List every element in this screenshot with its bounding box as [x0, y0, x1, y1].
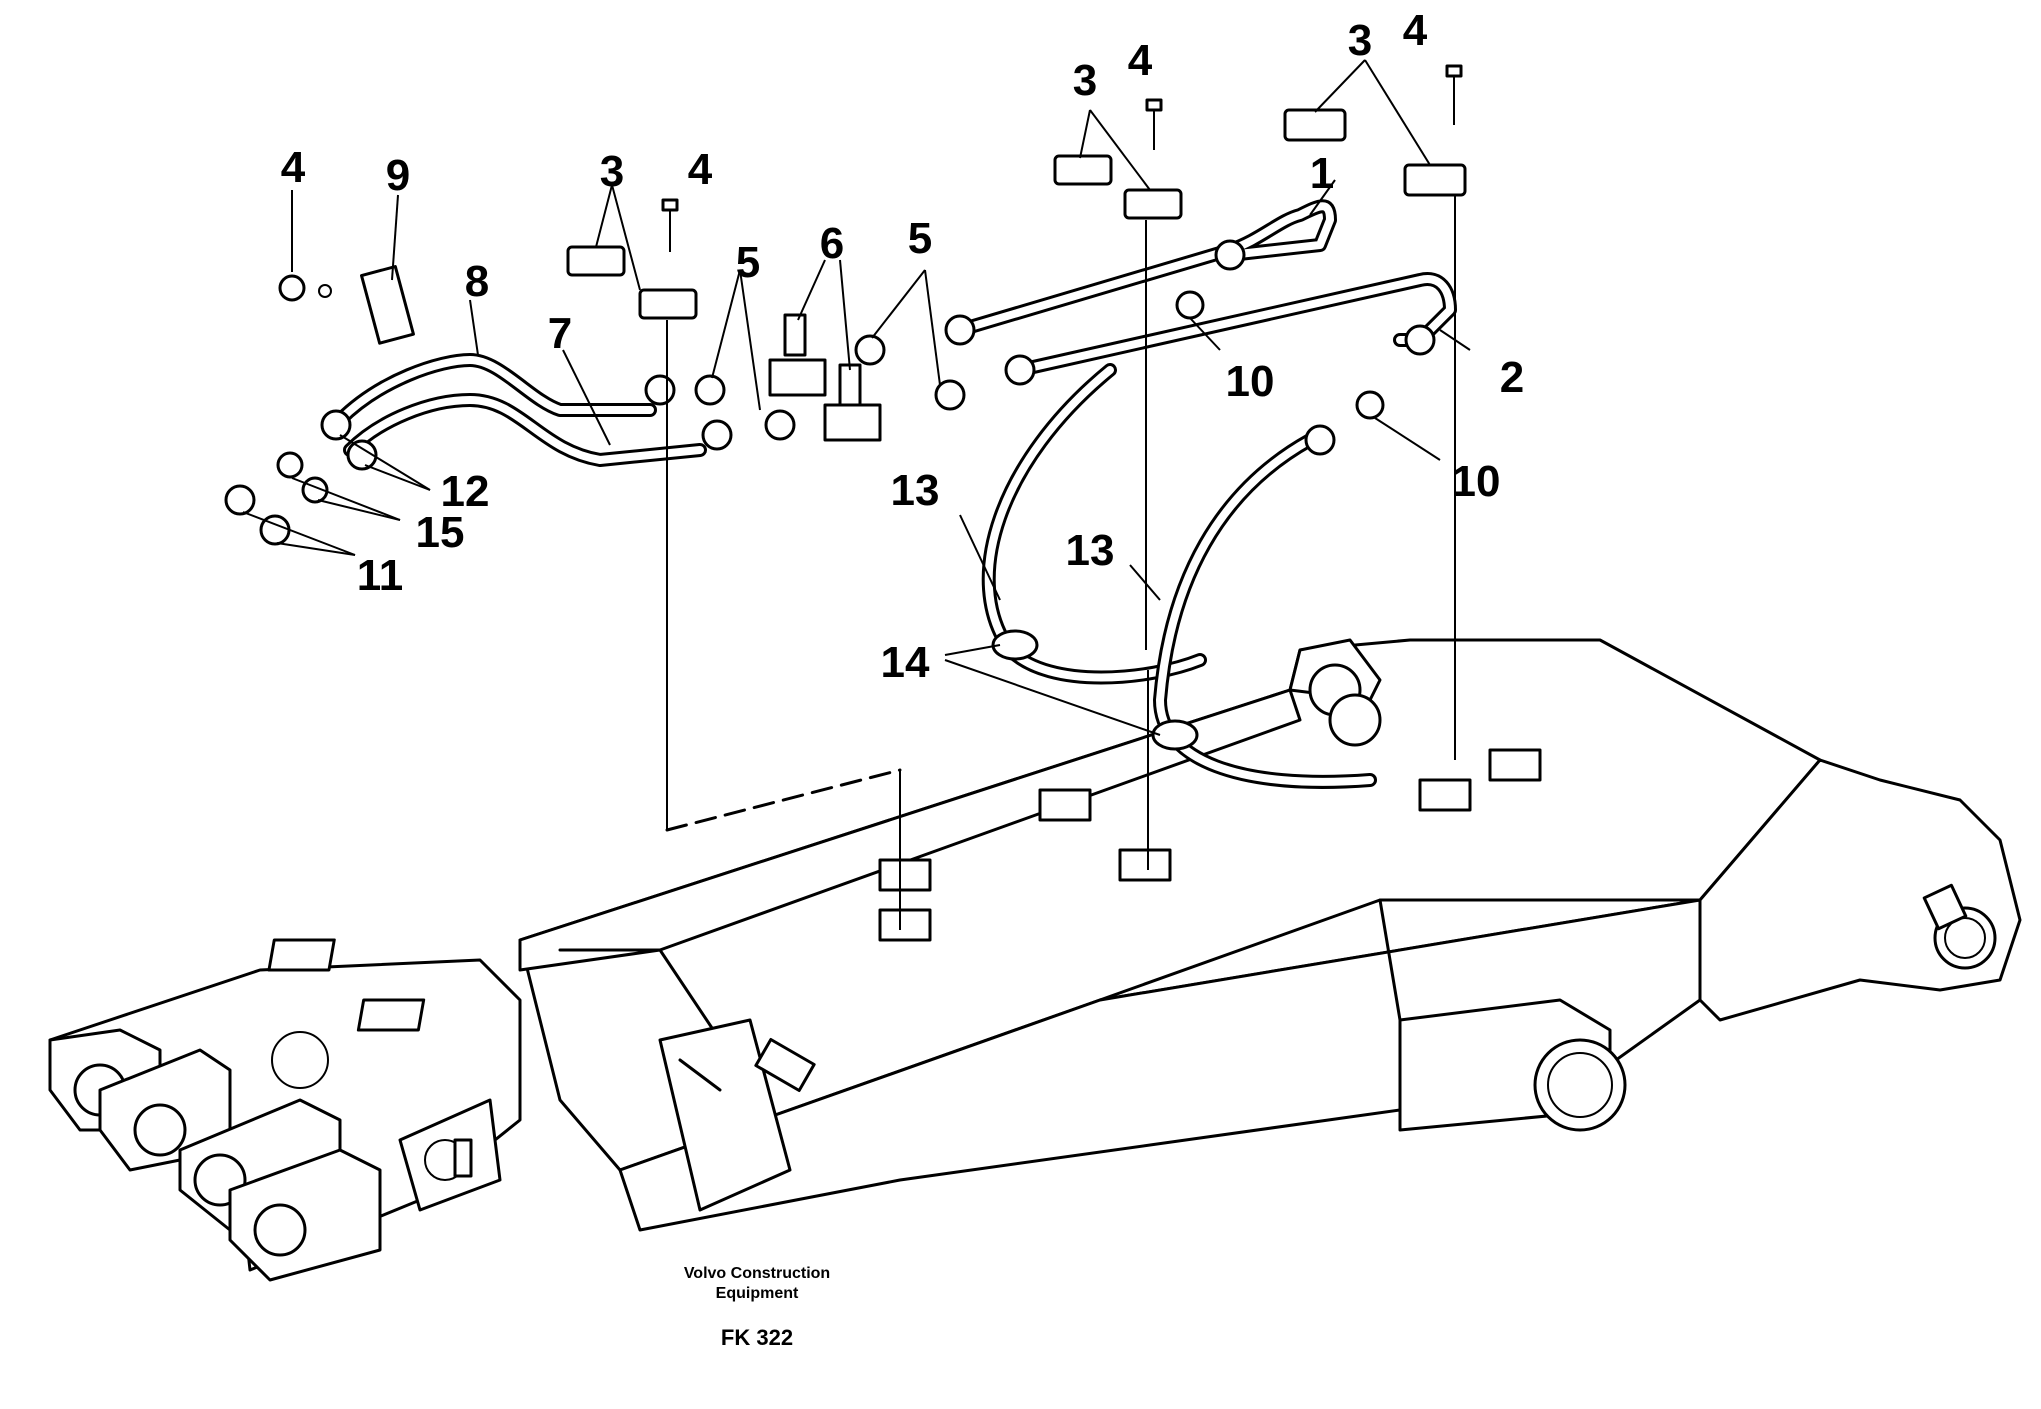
callout-6: 6	[820, 219, 844, 268]
callout-1: 1	[1310, 149, 1334, 198]
callout-7: 7	[548, 309, 572, 358]
callout-labels: 1 2 3 3 3 4 4 4 4 5 5 6 7 8 9 10 10 11 1…	[281, 6, 1524, 687]
callout-11: 11	[357, 551, 404, 600]
callout-4: 4	[1403, 6, 1428, 55]
excavator-boom	[48, 638, 2022, 1282]
callout-8: 8	[465, 257, 489, 306]
manufacturer-line-2: Equipment	[716, 1285, 799, 1302]
callout-12: 12	[441, 467, 490, 516]
callout-3: 3	[1073, 56, 1097, 105]
hydraulic-pipes	[333, 199, 1457, 789]
callout-4: 4	[1128, 36, 1153, 85]
callout-5: 5	[908, 214, 932, 263]
callout-14: 14	[881, 638, 930, 687]
leader-lines	[242, 59, 1471, 930]
callout-13: 13	[891, 466, 940, 515]
callout-2: 2	[1500, 353, 1524, 402]
figure-code: FK 322	[721, 1325, 793, 1350]
callout-10: 10	[1226, 357, 1275, 406]
callout-9: 9	[386, 151, 410, 200]
fittings	[224, 64, 1467, 751]
callout-3: 3	[600, 147, 624, 196]
figure-footer: Volvo Construction Equipment FK 322	[684, 1265, 830, 1350]
callout-15: 15	[416, 508, 465, 557]
callout-5: 5	[736, 238, 760, 287]
callout-10: 10	[1452, 457, 1501, 506]
callout-3: 3	[1348, 16, 1372, 65]
callout-13: 13	[1066, 526, 1115, 575]
manufacturer-line-1: Volvo Construction	[684, 1265, 830, 1282]
callout-4: 4	[688, 145, 713, 194]
callout-4: 4	[281, 143, 306, 192]
